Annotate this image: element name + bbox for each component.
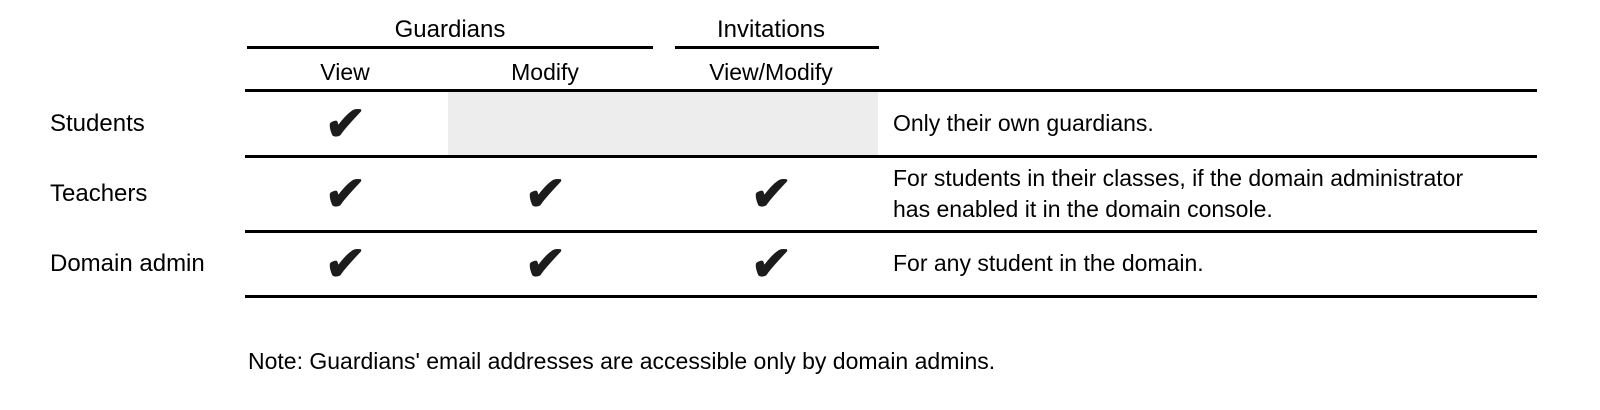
column-group-guardians-label: Guardians [394,16,506,43]
domain-admin-invitations-view-modify-cell: ✔ [660,232,882,295]
note-domain-admin: For any student in the domain. [893,250,1204,276]
header-divider-line [245,89,1537,92]
check-icon: ✔ [523,167,567,221]
teachers-guardians-view-cell: ✔ [245,157,445,230]
invitations-group-underline [675,46,879,49]
col-header-view: View [320,59,370,85]
domain-admin-guardians-view-cell: ✔ [245,232,445,295]
footnote: Note: Guardians' email addresses are acc… [248,348,996,374]
row-label-students: Students [50,109,145,137]
teachers-guardians-modify-cell: ✔ [445,157,645,230]
check-icon: ✔ [323,97,367,151]
row-label-teachers: Teachers [50,179,148,207]
note-students: Only their own guardians. [893,110,1154,136]
teachers-invitations-view-modify-cell: ✔ [660,157,882,230]
students-row-divider-line [245,155,1537,158]
note-teachers-line-2: has enabled it in the domain console. [893,195,1273,222]
check-icon: ✔ [749,237,793,291]
check-icon: ✔ [323,167,367,221]
disabled-cell [448,92,878,155]
col-header-view-modify: View/Modify [709,59,833,85]
row-label-domain-admin: Domain admin [50,249,205,277]
column-group-invitations-label: Invitations [716,16,826,43]
teachers-row-divider-line [245,230,1537,233]
guardians-group-underline [247,46,653,49]
students-guardians-view-cell: ✔ [245,92,445,155]
col-header-modify: Modify [511,59,579,85]
check-icon: ✔ [323,237,367,291]
domain-admin-row-divider-line [245,295,1537,298]
note-teachers: For students in their classes, if the do… [893,157,1553,230]
check-icon: ✔ [749,167,793,221]
note-teachers-line-1: For students in their classes, if the do… [893,164,1464,191]
check-icon: ✔ [523,237,567,291]
domain-admin-guardians-modify-cell: ✔ [445,232,645,295]
